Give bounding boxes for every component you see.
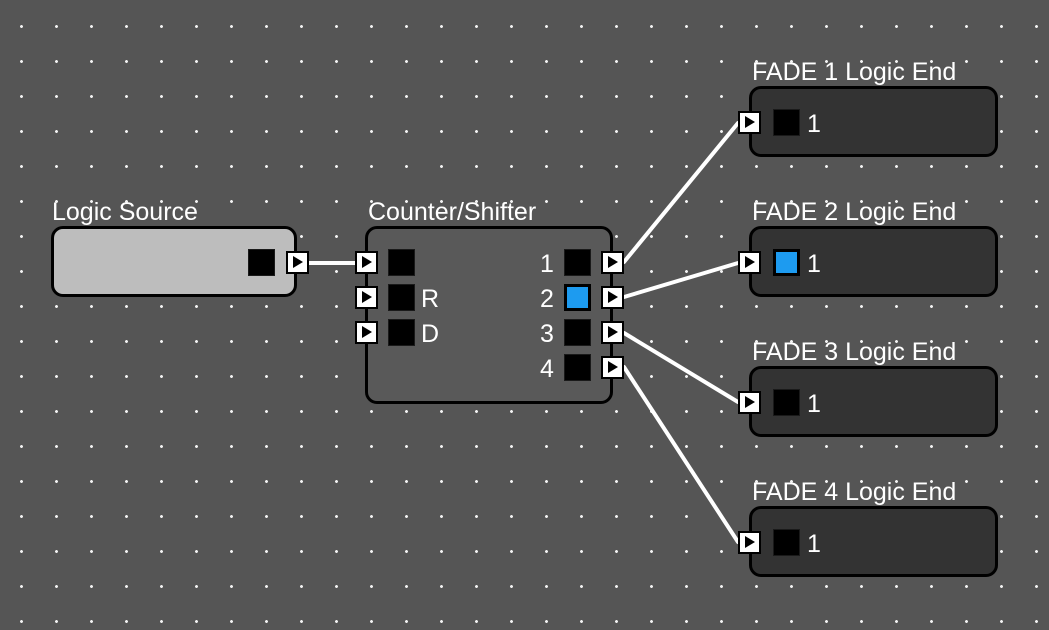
fade-1-title: FADE 1 Logic End <box>752 58 957 86</box>
counter-input-label-reset: R <box>421 285 440 313</box>
counter-output-indicator-4 <box>564 354 591 381</box>
fade-3-title: FADE 3 Logic End <box>752 338 957 366</box>
logic-source-node[interactable] <box>51 226 297 297</box>
fade-2-title: FADE 2 Logic End <box>752 198 957 226</box>
fade-3-indicator <box>773 389 800 416</box>
fade-2-indicator <box>773 249 800 276</box>
logic-source-indicator <box>248 249 275 276</box>
wire-out2-to-fade2 <box>622 261 740 299</box>
counter-input-indicator-reset <box>388 284 415 311</box>
counter-output-port-3[interactable] <box>601 321 624 344</box>
fade-4-input-port[interactable] <box>738 531 761 554</box>
fade-2-channel-label: 1 <box>807 250 821 278</box>
counter-input-label-direction: D <box>421 320 440 348</box>
counter-output-port-1[interactable] <box>601 251 624 274</box>
fade-4-channel-label: 1 <box>807 530 821 558</box>
fade-4-indicator <box>773 529 800 556</box>
wire-out3-to-fade3 <box>622 331 740 404</box>
counter-input-indicator-1 <box>388 249 415 276</box>
counter-output-label-3: 3 <box>540 320 554 348</box>
wire-out1-to-fade1 <box>622 121 740 264</box>
fade-2-input-port[interactable] <box>738 251 761 274</box>
fade-2-logic-end-node[interactable] <box>749 226 998 297</box>
counter-output-label-4: 4 <box>540 355 554 383</box>
counter-input-port-1[interactable] <box>355 251 378 274</box>
fade-3-input-port[interactable] <box>738 391 761 414</box>
counter-input-port-reset[interactable] <box>355 286 378 309</box>
counter-output-indicator-2 <box>564 284 591 311</box>
fade-1-indicator <box>773 109 800 136</box>
counter-shifter-title: Counter/Shifter <box>368 198 537 226</box>
fade-1-input-port[interactable] <box>738 111 761 134</box>
fade-3-channel-label: 1 <box>807 390 821 418</box>
counter-output-port-2[interactable] <box>601 286 624 309</box>
fade-4-title: FADE 4 Logic End <box>752 478 957 506</box>
counter-output-port-4[interactable] <box>601 356 624 379</box>
wire-out4-to-fade4 <box>622 365 740 544</box>
logic-source-title: Logic Source <box>52 198 198 226</box>
counter-output-label-1: 1 <box>540 250 554 278</box>
counter-output-label-2: 2 <box>540 285 554 313</box>
counter-input-port-direction[interactable] <box>355 321 378 344</box>
logic-source-output-port[interactable] <box>286 251 309 274</box>
fade-1-logic-end-node[interactable] <box>749 86 998 157</box>
counter-input-indicator-direction <box>388 319 415 346</box>
fade-1-channel-label: 1 <box>807 110 821 138</box>
counter-output-indicator-3 <box>564 319 591 346</box>
counter-output-indicator-1 <box>564 249 591 276</box>
